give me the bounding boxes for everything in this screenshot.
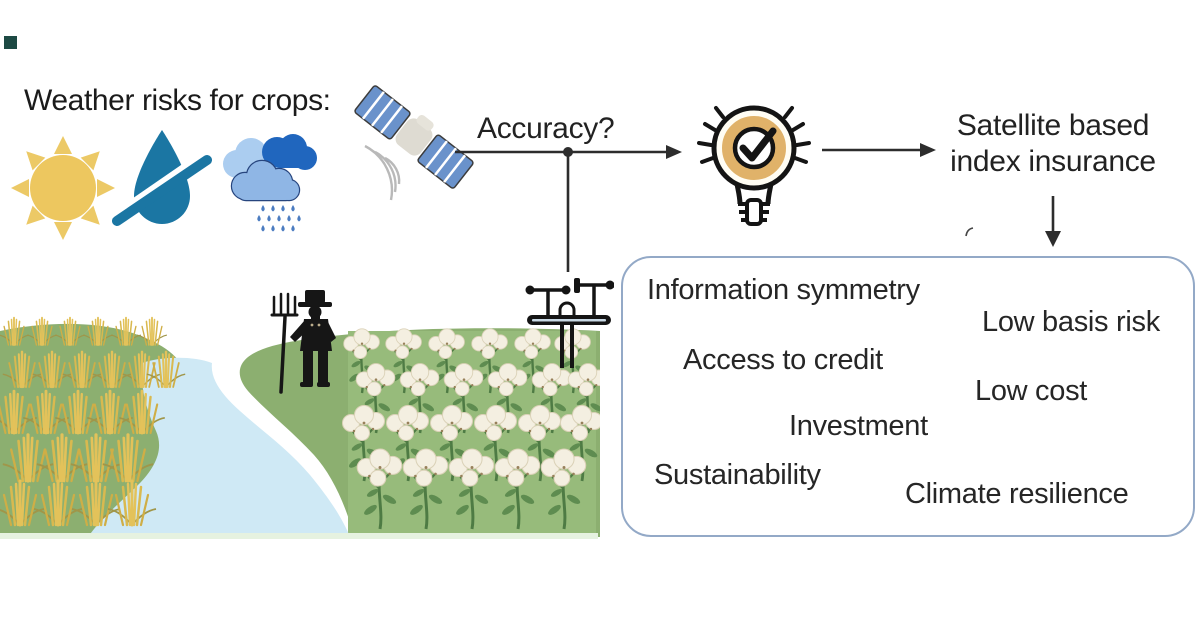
benefit-sustainability: Sustainability [654, 459, 821, 491]
farmer-pitchfork-icon [270, 290, 336, 394]
farm-scene [0, 290, 600, 539]
sun-icon [11, 136, 115, 240]
benefit-low-cost: Low cost [975, 375, 1088, 407]
bulb-rays [697, 106, 811, 164]
satellite-icon [354, 85, 474, 201]
checkmark [739, 127, 777, 162]
benefit-access-to-credit: Access to credit [683, 344, 883, 376]
corner-square-mark [4, 36, 17, 49]
scene-bottom-strip [0, 533, 598, 539]
benefits-box: Information symmetry Low basis risk Acce… [621, 256, 1195, 537]
cloud-dark [262, 134, 317, 170]
weather-station-icon [525, 278, 614, 368]
water-drop-slash-icon [112, 130, 212, 226]
cloud-front [232, 161, 299, 200]
benefit-investment: Investment [789, 410, 928, 442]
lightbulb-checkmark-icon [697, 105, 811, 226]
insurance-title-line2: index insurance [950, 145, 1156, 178]
river [88, 357, 350, 537]
insurance-title-line1: Satellite based [956, 109, 1150, 142]
benefit-information-symmetry: Information symmetry [647, 274, 920, 306]
benefit-low-basis-risk: Low basis risk [982, 306, 1160, 338]
rain-clouds-icon [223, 134, 317, 232]
insurance-title: Satellite based index insurance [926, 108, 1180, 180]
signal-waves [364, 144, 401, 201]
weather-risks-title: Weather risks for crops: [24, 84, 331, 117]
benefit-climate-resilience: Climate resilience [905, 478, 1129, 510]
stray-mark [965, 227, 974, 237]
accuracy-label: Accuracy? [477, 112, 615, 145]
rain-drops [257, 205, 301, 232]
junction-dot [563, 147, 573, 157]
